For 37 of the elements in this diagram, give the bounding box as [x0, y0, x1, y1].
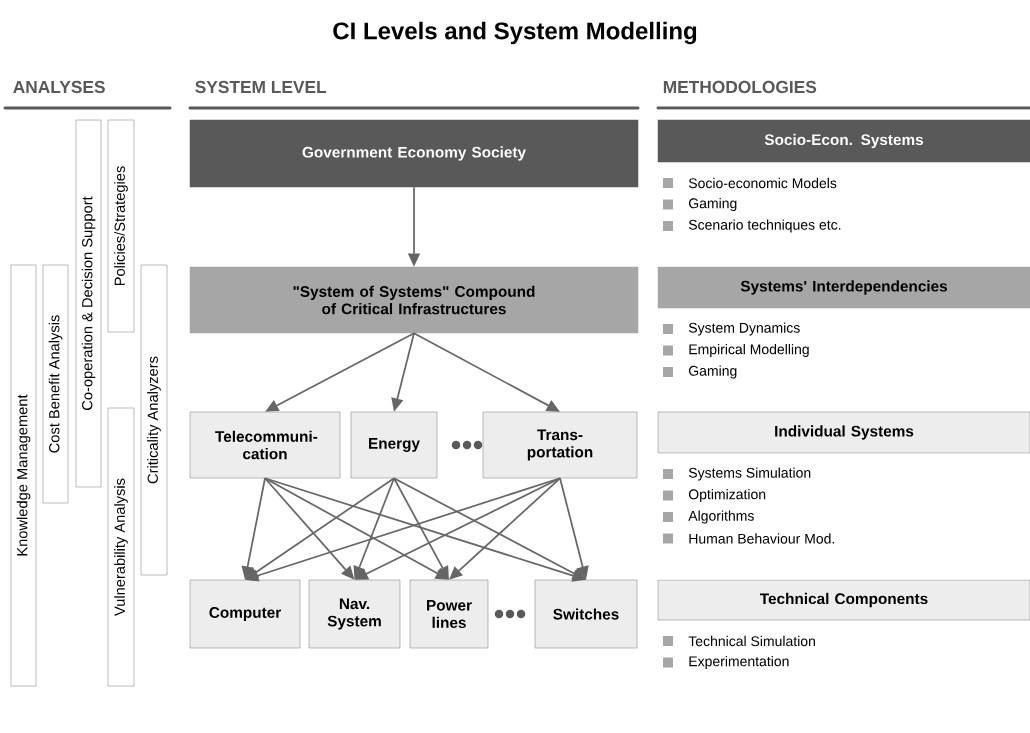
bullet-item: Scenario techniques etc.	[663, 219, 841, 233]
level-box: "System of Systems" Compound of Critical Infrastructures	[189, 266, 639, 334]
analysis-bar: Criticality Analyzers	[140, 264, 168, 576]
level-box: Switches	[534, 579, 638, 649]
bullet-item: Technical Simulation	[663, 635, 815, 647]
title: CI Levels and System Modelling	[333, 21, 697, 45]
level-box: Telecommuni- cation	[189, 411, 341, 479]
bullet-item: System Dynamics	[663, 322, 800, 336]
bullet-item: Empirical Modelling	[663, 344, 809, 358]
bullet-item: Optimization	[663, 489, 766, 503]
level-box: Nav. System	[308, 579, 401, 649]
column-heading: SYSTEM LEVEL	[195, 80, 327, 94]
bullet-item: Gaming	[663, 365, 737, 379]
level-box: Government Economy Society	[189, 119, 639, 188]
level-box: Trans- portation	[482, 411, 638, 479]
arrow	[449, 477, 561, 580]
bullet-item: Gaming	[663, 198, 737, 212]
level-box: Systems' Interdependencies	[657, 266, 1030, 309]
column-heading: METHODOLOGIES	[663, 80, 817, 94]
level-box: Energy	[350, 411, 438, 479]
level-box: Power lines	[409, 579, 489, 649]
level-box: Computer	[189, 579, 301, 649]
level-box: Individual Systems	[657, 411, 1030, 454]
analysis-bar: Co-operation & Decision Support	[75, 119, 102, 488]
analysis-bar: Cost Benefit Analysis	[42, 264, 69, 504]
bullet-item: Algorithms	[663, 510, 754, 524]
bullet-item: Socio-economic Models	[663, 177, 837, 189]
analysis-bar: Vulnerability Analysis	[107, 407, 135, 687]
bullet-item: Systems Simulation	[663, 467, 811, 481]
analysis-bar: Knowledge Management	[10, 264, 37, 687]
level-box: Socio-Econ. Systems	[657, 119, 1030, 163]
column-heading: ANALYSES	[13, 80, 105, 94]
level-box: Technical Components	[657, 579, 1030, 621]
analysis-bar: Policies/Strategies	[107, 119, 135, 333]
bullet-item: Human Behaviour Mod.	[663, 533, 835, 544]
arrow	[264, 477, 449, 580]
bullet-item: Experimentation	[663, 656, 789, 670]
